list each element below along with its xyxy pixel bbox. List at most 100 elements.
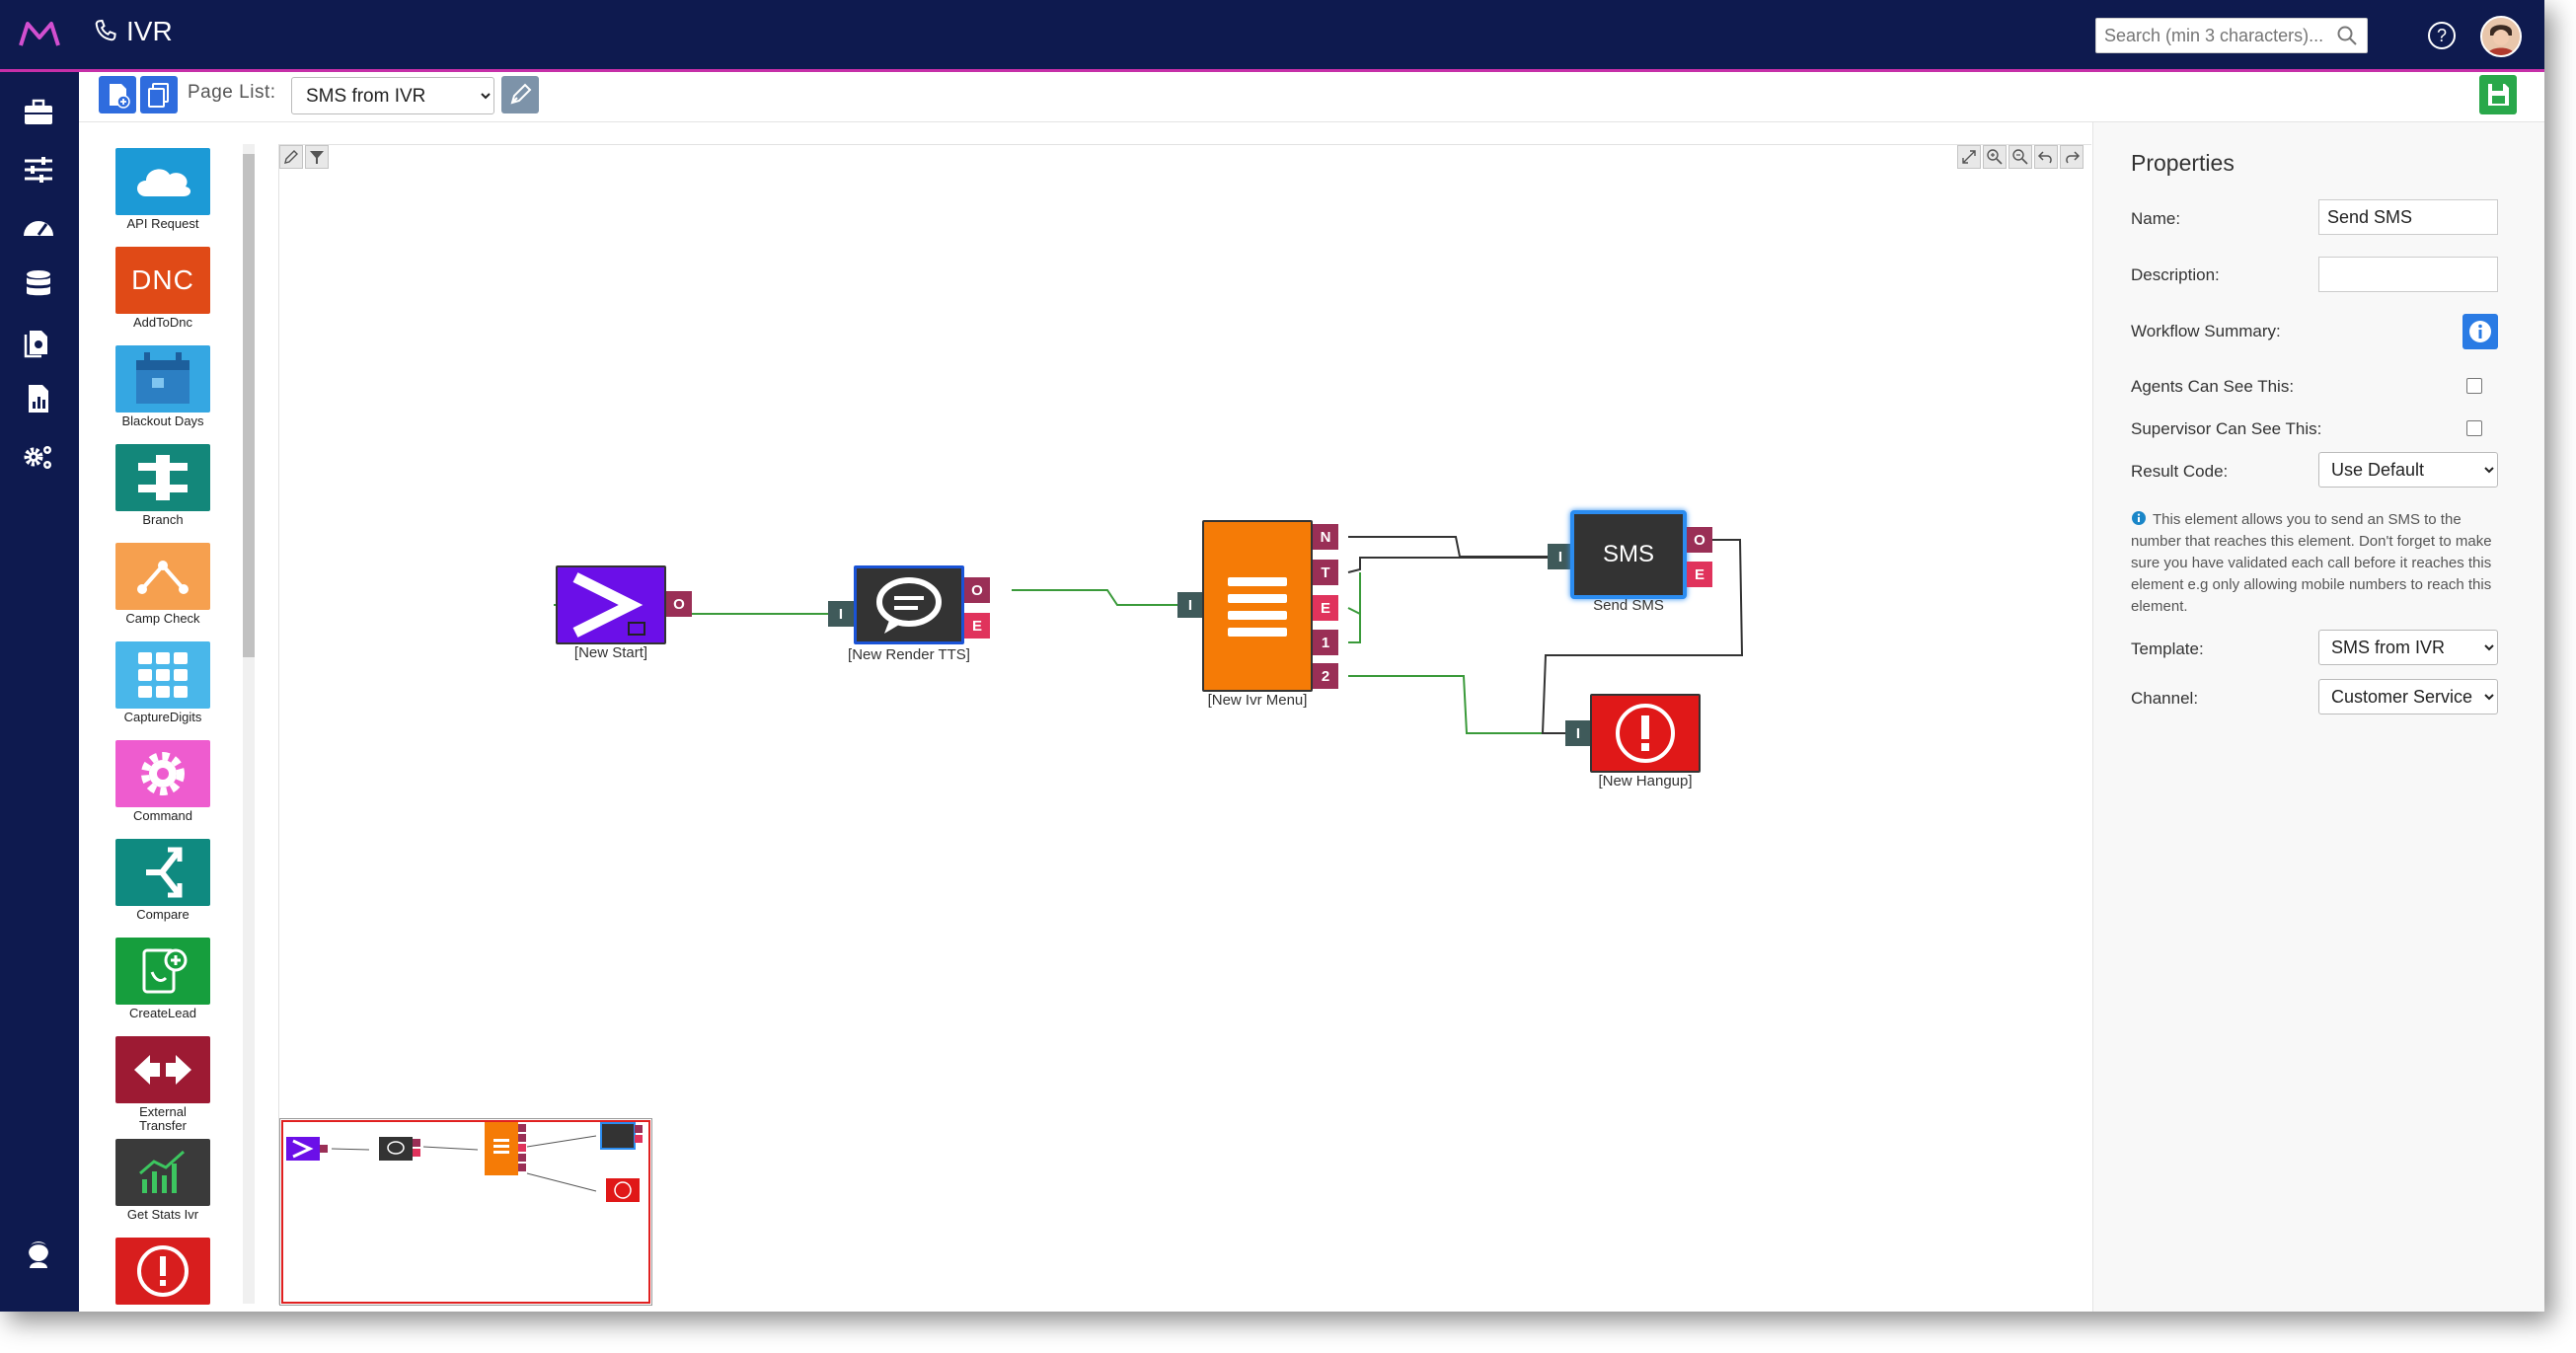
tts-input-port[interactable]: I bbox=[828, 601, 854, 627]
palette-item-api-request[interactable]: API Request bbox=[115, 148, 210, 231]
sms-tile-text: SMS bbox=[1602, 541, 1654, 567]
node-hangup[interactable] bbox=[1590, 694, 1701, 773]
filter-tool-button[interactable] bbox=[305, 145, 329, 169]
connection-menu-2-hangup[interactable] bbox=[1348, 675, 1565, 734]
sms-input-port[interactable]: I bbox=[1548, 544, 1573, 569]
files-icon[interactable] bbox=[20, 323, 57, 360]
node-send-sms[interactable]: SMS bbox=[1570, 510, 1687, 599]
template-select[interactable]: SMS from IVR bbox=[2318, 630, 2498, 665]
palette-item-compare[interactable]: Compare bbox=[115, 839, 210, 922]
menu-e-port[interactable]: E bbox=[1313, 595, 1338, 621]
result-code-label: Result Code: bbox=[2131, 462, 2229, 481]
palette-item-branch[interactable]: Branch bbox=[115, 444, 210, 527]
palette-item-createlead[interactable]: CreateLead bbox=[115, 938, 210, 1020]
channel-select[interactable]: Customer Service bbox=[2318, 679, 2498, 714]
sms-error-port[interactable]: E bbox=[1687, 562, 1712, 587]
palette-item-label: Camp Check bbox=[125, 611, 200, 626]
database-icon[interactable] bbox=[20, 265, 57, 303]
help-text-content: This element allows you to send an SMS t… bbox=[2131, 511, 2492, 615]
description-input[interactable] bbox=[2318, 257, 2498, 292]
briefcase-icon[interactable] bbox=[20, 94, 57, 131]
zoom-out-button[interactable] bbox=[2008, 145, 2032, 169]
connection-menu-e[interactable] bbox=[1347, 572, 1361, 616]
support-icon[interactable] bbox=[20, 1237, 57, 1274]
start-icon bbox=[572, 572, 645, 638]
transfer-icon bbox=[115, 1036, 210, 1103]
node-ivr-menu[interactable] bbox=[1202, 520, 1313, 692]
fit-view-button[interactable] bbox=[1957, 145, 1981, 169]
create-lead-icon bbox=[115, 938, 210, 1005]
palette-item-command[interactable]: Command bbox=[115, 740, 210, 823]
page-list-select[interactable]: SMS from IVR bbox=[291, 77, 494, 114]
result-code-select[interactable]: Use Default bbox=[2318, 452, 2498, 488]
keypad-icon bbox=[115, 641, 210, 709]
settings-icon[interactable] bbox=[20, 437, 57, 475]
palette-item-capturedigits[interactable]: CaptureDigits bbox=[115, 641, 210, 724]
workflow-canvas[interactable]: O [New Start] I O E [New Render TTS] I N bbox=[278, 144, 2091, 1306]
compare-icon bbox=[115, 839, 210, 906]
tts-error-port[interactable]: E bbox=[964, 613, 990, 639]
node-start[interactable] bbox=[556, 565, 666, 644]
workflow-summary-button[interactable] bbox=[2462, 314, 2498, 349]
menu-2-port[interactable]: 2 bbox=[1313, 663, 1338, 689]
sliders-icon[interactable] bbox=[20, 151, 57, 188]
connection-menu-n-sms[interactable] bbox=[1348, 536, 1548, 558]
help-info-icon bbox=[2132, 511, 2146, 525]
sms-node-label: Send SMS bbox=[1593, 597, 1664, 614]
hangup-node-icon bbox=[1616, 704, 1675, 763]
menu-input-port[interactable]: I bbox=[1177, 592, 1203, 618]
menu-t-port[interactable]: T bbox=[1313, 560, 1338, 585]
hangup-node-label: [New Hangup] bbox=[1598, 773, 1693, 789]
dashboard-icon[interactable] bbox=[20, 208, 57, 246]
flow-icon bbox=[115, 543, 210, 610]
properties-title: Properties bbox=[2131, 150, 2235, 176]
palette-scrollbar[interactable] bbox=[243, 144, 255, 1304]
menu-n-port[interactable]: N bbox=[1313, 524, 1338, 550]
palette-item-get-stats-ivr[interactable]: Get Stats Ivr bbox=[115, 1139, 210, 1222]
palette-item-addtodnc[interactable]: DNC AddToDnc bbox=[115, 247, 210, 330]
report-icon[interactable] bbox=[20, 380, 57, 417]
palette-item-label: API Request bbox=[126, 216, 199, 231]
copy-icon bbox=[148, 83, 169, 108]
palette-item-hangup[interactable] bbox=[115, 1238, 210, 1305]
edit-page-button[interactable] bbox=[501, 76, 539, 113]
node-render-tts[interactable] bbox=[854, 565, 964, 644]
copy-page-button[interactable] bbox=[140, 76, 178, 113]
save-button[interactable] bbox=[2479, 75, 2517, 114]
redo-icon bbox=[2066, 151, 2081, 164]
brand-logo[interactable] bbox=[18, 18, 61, 49]
search-icon[interactable] bbox=[2335, 24, 2359, 47]
hangup-input-port[interactable]: I bbox=[1565, 720, 1591, 746]
menu-node-label: [New Ivr Menu] bbox=[1207, 692, 1308, 709]
description-label: Description: bbox=[2131, 265, 2220, 284]
palette-item-camp-check[interactable]: Camp Check bbox=[115, 543, 210, 626]
connection-sms-o-hangup[interactable] bbox=[1541, 539, 1744, 734]
speech-bubble-icon bbox=[876, 577, 942, 634]
zoom-in-icon bbox=[1987, 149, 2003, 165]
palette-item-blackout-days[interactable]: Blackout Days bbox=[115, 345, 210, 428]
supervisor-can-see-checkbox[interactable] bbox=[2466, 420, 2482, 436]
palette-item-label: Command bbox=[133, 808, 192, 823]
tts-output-port[interactable]: O bbox=[964, 577, 990, 603]
connection-menu-t-sms[interactable] bbox=[1347, 557, 1548, 573]
redo-button[interactable] bbox=[2060, 145, 2084, 169]
name-input[interactable] bbox=[2318, 199, 2498, 235]
canvas-minimap[interactable] bbox=[279, 1118, 652, 1306]
user-avatar[interactable] bbox=[2480, 16, 2522, 57]
search-input[interactable] bbox=[2095, 18, 2368, 53]
palette-scrollbar-thumb[interactable] bbox=[243, 154, 255, 657]
connection-tts-menu[interactable] bbox=[1012, 589, 1177, 606]
menu-1-port[interactable]: 1 bbox=[1313, 630, 1338, 655]
draw-tool-button[interactable] bbox=[279, 145, 303, 169]
app-title[interactable]: IVR bbox=[91, 16, 173, 47]
new-page-button[interactable] bbox=[99, 76, 136, 113]
start-output-port[interactable]: O bbox=[666, 591, 692, 617]
help-icon[interactable]: ? bbox=[2426, 20, 2458, 51]
connection-menu-1[interactable] bbox=[1348, 614, 1361, 643]
top-bar: IVR ? bbox=[0, 0, 2544, 72]
zoom-in-button[interactable] bbox=[1983, 145, 2007, 169]
undo-button[interactable] bbox=[2034, 145, 2058, 169]
agents-can-see-checkbox[interactable] bbox=[2466, 378, 2482, 394]
palette-item-external-transfer[interactable]: External Transfer bbox=[115, 1036, 210, 1133]
sms-output-port[interactable]: O bbox=[1687, 527, 1712, 553]
